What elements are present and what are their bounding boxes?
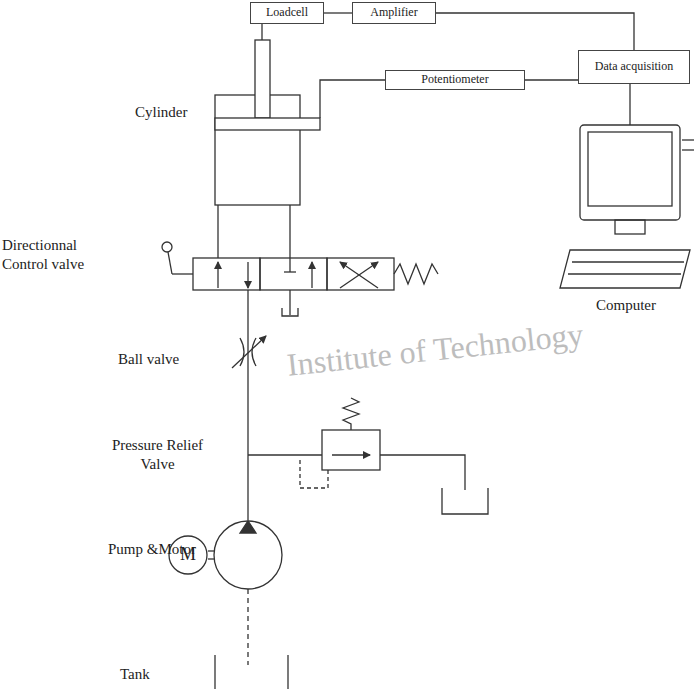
monitor-stand bbox=[615, 220, 645, 234]
amplifier-box: Amplifier bbox=[352, 2, 436, 24]
signal-wire bbox=[525, 79, 578, 80]
part-label: Pump &Motor bbox=[108, 540, 196, 559]
keyboard bbox=[560, 250, 690, 288]
port-line-a bbox=[217, 205, 218, 258]
relief-arrow bbox=[332, 454, 370, 455]
pump-symbol bbox=[214, 521, 282, 589]
part-label: Tank bbox=[120, 665, 150, 684]
relief-valve-body bbox=[322, 430, 380, 470]
suction-line bbox=[247, 589, 248, 665]
valve-arrow bbox=[247, 262, 248, 288]
valve-spring bbox=[394, 264, 438, 284]
keyboard-row bbox=[572, 261, 684, 262]
piston bbox=[215, 118, 320, 130]
keyboard-row bbox=[568, 273, 681, 274]
piston-rod bbox=[255, 40, 270, 118]
node-text: Potentiometer bbox=[421, 73, 488, 86]
valve-lever bbox=[168, 252, 172, 274]
pilot-line bbox=[300, 460, 328, 488]
loadcell-wire bbox=[261, 24, 262, 40]
signal-wire bbox=[324, 12, 352, 13]
tower-edge bbox=[682, 139, 694, 140]
daq-box: Data acquisition bbox=[578, 50, 690, 84]
port-line-b bbox=[289, 205, 290, 258]
valve-envelope-right bbox=[327, 258, 394, 290]
part-label: Cylinder bbox=[135, 103, 188, 122]
tank-symbol bbox=[442, 488, 488, 514]
coupling bbox=[208, 550, 214, 551]
monitor-screen bbox=[588, 132, 672, 206]
computer-cable bbox=[629, 84, 630, 125]
ball-valve bbox=[240, 338, 244, 366]
valve-envelope-middle bbox=[260, 258, 327, 290]
valve-envelope-left bbox=[193, 258, 260, 290]
valve-arrow bbox=[340, 262, 378, 288]
tank-port-line bbox=[289, 290, 290, 315]
ball-valve-adjust bbox=[232, 336, 266, 368]
sensor-box: Loadcell bbox=[250, 2, 324, 24]
tower-edge bbox=[682, 149, 694, 150]
valve-block bbox=[284, 271, 296, 272]
coupling bbox=[208, 558, 214, 559]
part-label: Ball valve bbox=[118, 350, 179, 369]
watermark: Institute of Technology bbox=[285, 314, 585, 385]
relief-return bbox=[380, 455, 465, 490]
monitor bbox=[580, 125, 680, 220]
part-label: Directionnal Control valve bbox=[2, 236, 117, 274]
relief-branch bbox=[248, 454, 322, 455]
valve-arrow bbox=[311, 262, 312, 288]
valve-block bbox=[289, 258, 290, 272]
ball-valve bbox=[252, 338, 256, 366]
relief-spring bbox=[343, 398, 359, 430]
valve-lever bbox=[172, 273, 193, 274]
pressure-line bbox=[247, 290, 248, 520]
node-text: Amplifier bbox=[370, 6, 417, 19]
valve-arrow bbox=[217, 262, 218, 288]
part-label: Computer bbox=[596, 296, 656, 315]
tank-symbol bbox=[282, 308, 298, 316]
pump-triangle bbox=[240, 521, 256, 533]
tank-wall bbox=[214, 655, 215, 689]
potentiometer-wire bbox=[320, 80, 385, 118]
node-text: Data acquisition bbox=[595, 60, 673, 73]
signal-wire bbox=[436, 13, 634, 50]
node-text: Loadcell bbox=[266, 6, 308, 19]
valve-arrow bbox=[340, 262, 378, 288]
part-label: Pressure Relief Valve bbox=[105, 436, 210, 474]
lever-knob bbox=[162, 242, 172, 252]
sensor-box: Potentiometer bbox=[385, 70, 525, 90]
tank-wall bbox=[287, 655, 288, 689]
